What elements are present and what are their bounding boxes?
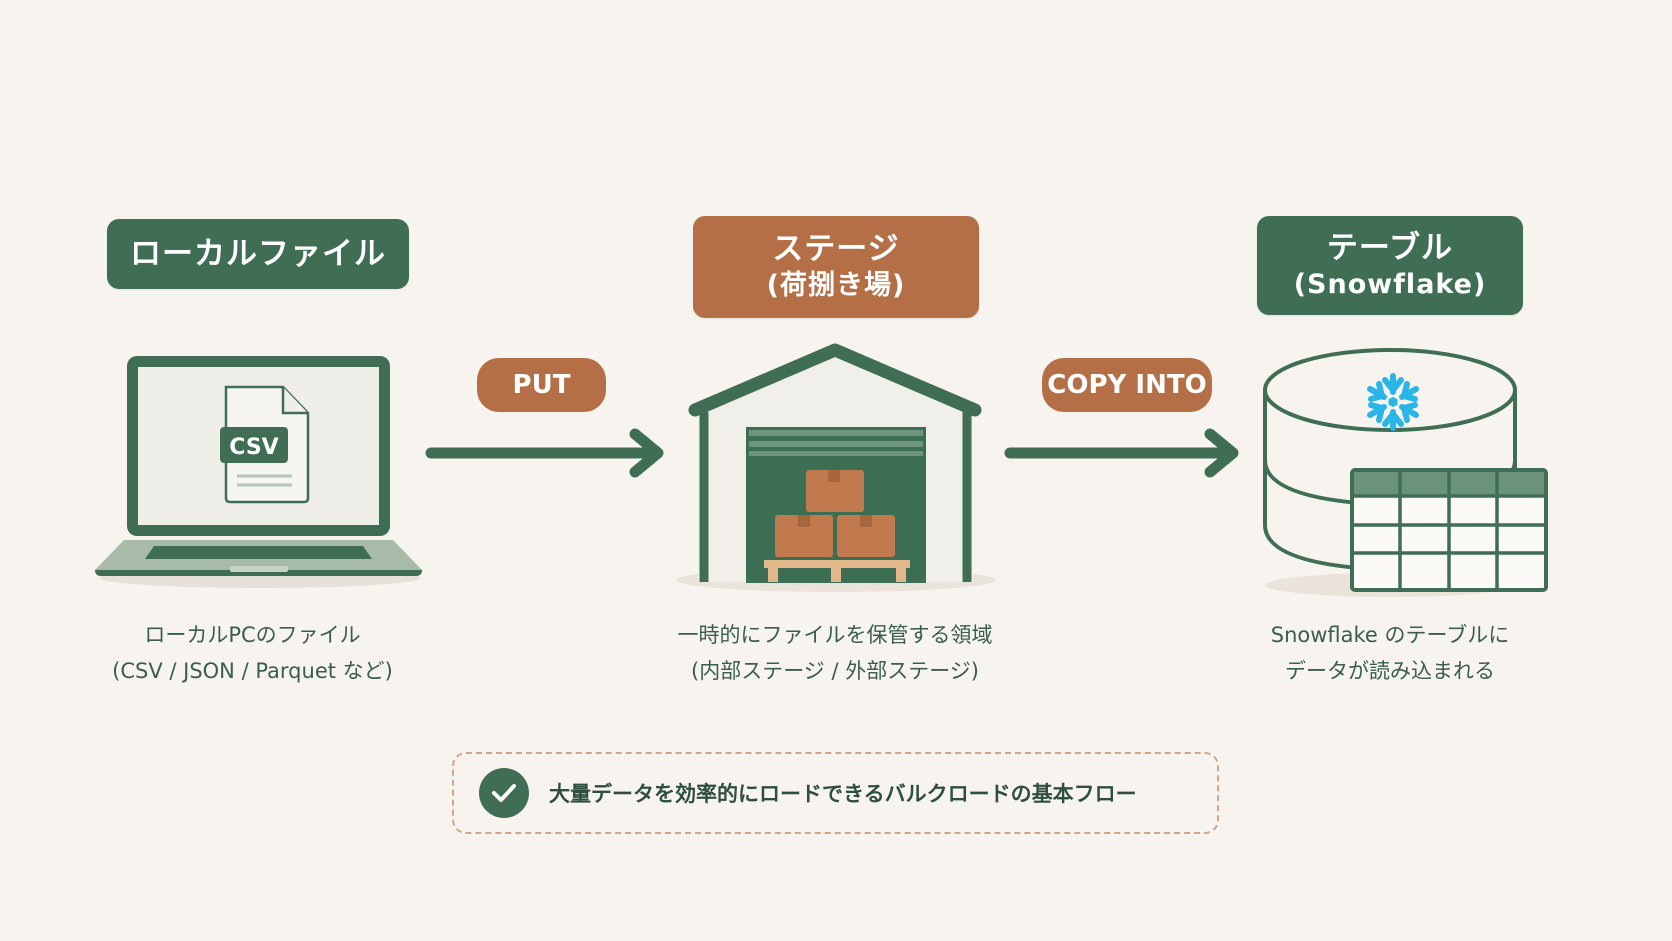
- step-caption-local-file: ローカルPCのファイル (CSV / JSON / Parquet など): [80, 617, 425, 689]
- door-slat: [749, 451, 923, 456]
- step-title-stage: ステージ (荷捌き場): [693, 216, 979, 318]
- arrow-right-icon: [425, 428, 664, 478]
- step-title-text: ローカルファイル: [130, 236, 386, 272]
- caption-line: Snowflake のテーブルに: [1270, 623, 1510, 647]
- caption-line: 一時的にファイルを保管する領域: [677, 623, 993, 647]
- csv-file-icon: [220, 385, 310, 504]
- step-subtitle-text: (Snowflake): [1293, 268, 1487, 300]
- laptop-icon: CSV: [95, 356, 422, 588]
- check-circle-icon: [479, 768, 529, 818]
- put-label-text: PUT: [512, 370, 571, 400]
- caption-line: ローカルPCのファイル: [144, 623, 361, 647]
- trackpad-notch: [230, 566, 288, 572]
- warehouse-roof: [688, 343, 982, 417]
- step-caption-stage: 一時的にファイルを保管する領域 (内部ステージ / 外部ステージ): [640, 617, 1030, 689]
- table-grid-icon: [1350, 468, 1548, 592]
- summary-note-text: 大量データを効率的にロードできるバルクロードの基本フロー: [549, 782, 1137, 806]
- door-slat: [749, 430, 923, 436]
- copy-into-label-text: COPY INTO: [1047, 370, 1207, 400]
- step-caption-table: Snowflake のテーブルに データが読み込まれる: [1230, 617, 1550, 689]
- csv-label: CSV: [229, 435, 278, 460]
- warehouse-icon: [676, 343, 996, 592]
- caption-line: (内部ステージ / 外部ステージ): [691, 659, 979, 683]
- boxes: [775, 470, 895, 557]
- pallet: [764, 560, 910, 582]
- step-title-local-file: ローカルファイル: [107, 219, 409, 289]
- step-title-table: テーブル (Snowflake): [1257, 216, 1523, 315]
- copy-into-command-label: COPY INTO: [1042, 358, 1212, 412]
- laptop-edge: [95, 570, 422, 576]
- database-table-icon: [1263, 348, 1548, 597]
- caption-line: データが読み込まれる: [1285, 659, 1495, 683]
- step-title-text: ステージ: [772, 231, 900, 267]
- laptop-keyboard: [145, 546, 372, 559]
- put-command-label: PUT: [477, 358, 606, 412]
- arrow-right-icon: [1004, 428, 1239, 478]
- summary-note: 大量データを効率的にロードできるバルクロードの基本フロー: [452, 752, 1219, 834]
- step-title-text: テーブル: [1326, 229, 1454, 266]
- snowflake-logo-icon: [1367, 373, 1419, 431]
- caption-line: (CSV / JSON / Parquet など): [112, 659, 393, 683]
- step-subtitle-text: (荷捌き場): [766, 270, 906, 301]
- door-slat: [749, 441, 923, 447]
